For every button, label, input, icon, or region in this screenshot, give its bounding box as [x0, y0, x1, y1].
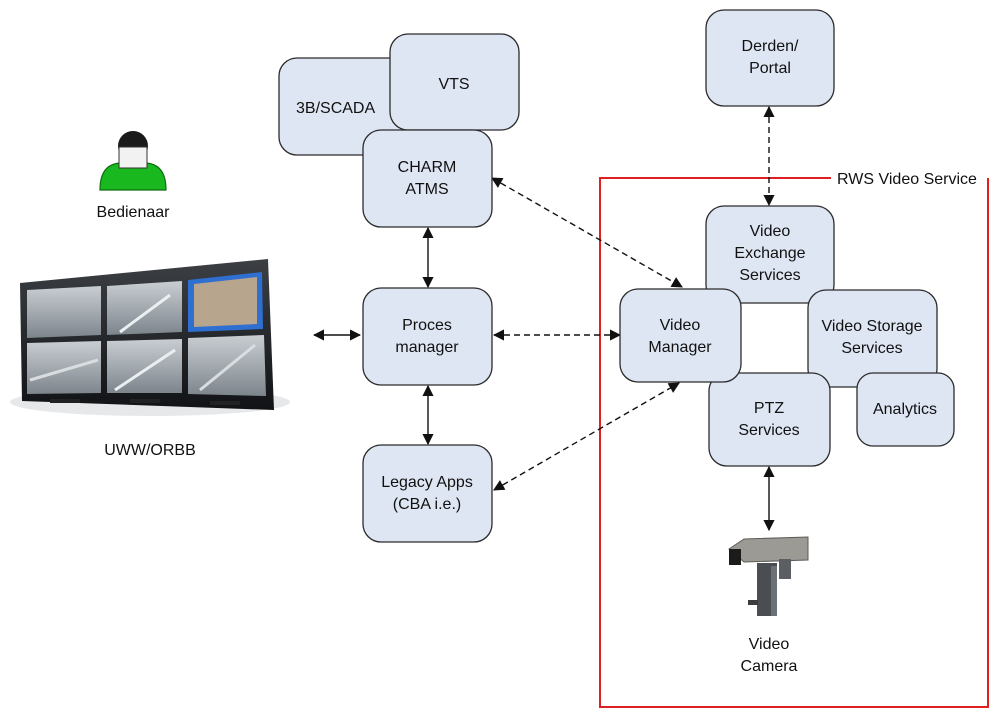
connectors	[312, 105, 775, 532]
cctv-camera-icon	[728, 536, 809, 616]
monitor-wall-icon	[10, 259, 290, 416]
svg-text:Derden/Portal: Derden/Portal	[742, 38, 799, 77]
monitor-wall-label: UWW/ORBB	[104, 442, 196, 459]
legacy-apps-box: Legacy Apps(CBA i.e.)	[362, 444, 493, 543]
svg-text:VTS: VTS	[438, 76, 469, 93]
person-icon	[99, 131, 167, 191]
vts-box: VTS	[389, 33, 520, 131]
boundary-label: RWS Video Service	[837, 171, 977, 188]
arrow-legacy-videomanager	[493, 382, 680, 491]
svg-text:3B/SCADA: 3B/SCADA	[296, 100, 375, 117]
arrow-charm-videomanager	[491, 177, 683, 288]
svg-text:Analytics: Analytics	[873, 401, 937, 418]
derden-portal-box: Derden/Portal	[705, 9, 835, 107]
svg-text:Legacy Apps(CBA i.e.): Legacy Apps(CBA i.e.)	[381, 474, 473, 513]
operator-label: Bedienaar	[97, 204, 171, 221]
analytics-box: Analytics	[856, 372, 955, 447]
